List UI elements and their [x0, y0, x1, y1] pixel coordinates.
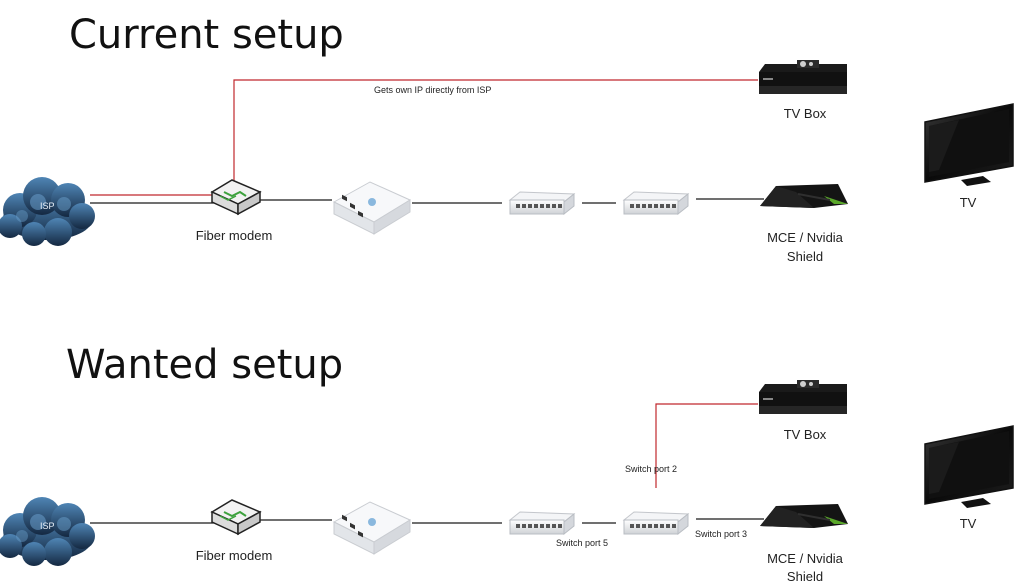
fiber-modem-icon	[211, 179, 261, 215]
isp-cloud-icon	[0, 177, 95, 246]
switch-icon	[509, 511, 575, 535]
switch-icon	[623, 511, 689, 535]
switch2-tvbox-red-link	[655, 403, 758, 488]
switch-port-3-label: Switch port 3	[695, 529, 748, 539]
switch-port-5-label: Switch port 5	[556, 538, 609, 548]
fiber-modem-label: Fiber modem	[195, 548, 273, 563]
mce-shield-label-line1: MCE / Nvidia	[767, 551, 843, 566]
mce-shield-label-line2: Shield	[786, 569, 824, 584]
isp-ip-annotation: Gets own IP directly from ISP	[374, 85, 492, 95]
tv-box-icon	[759, 380, 847, 414]
isp-cloud-icon	[0, 497, 95, 566]
fiber-modem-icon	[211, 499, 261, 535]
switch-icon	[623, 191, 689, 215]
modem-tvbox-red-link	[233, 79, 758, 188]
wanted-setup-section	[0, 380, 1014, 566]
switch-icon	[509, 191, 575, 215]
router-icon	[333, 181, 411, 235]
tv-label: TV	[959, 516, 977, 531]
mce-shield-label-line1: MCE / Nvidia	[767, 230, 843, 245]
isp-cloud-label: ISP	[40, 521, 55, 531]
nvidia-shield-icon	[759, 503, 849, 529]
current-setup-section	[0, 60, 1014, 246]
tv-icon	[924, 103, 1014, 187]
wanted-setup-title: Wanted setup	[66, 342, 344, 388]
tv-label: TV	[959, 195, 977, 210]
current-setup-title: Current setup	[69, 12, 344, 58]
fiber-modem-label: Fiber modem	[195, 228, 273, 243]
nvidia-shield-icon	[759, 183, 849, 209]
tv-box-icon	[759, 60, 847, 94]
switch-port-2-label: Switch port 2	[625, 464, 678, 474]
router-icon	[333, 501, 411, 555]
tv-icon	[924, 425, 1014, 509]
mce-shield-label-line2: Shield	[786, 249, 824, 264]
tv-box-label: TV Box	[783, 427, 827, 442]
isp-cloud-label: ISP	[40, 201, 55, 211]
tv-box-label: TV Box	[783, 106, 827, 121]
